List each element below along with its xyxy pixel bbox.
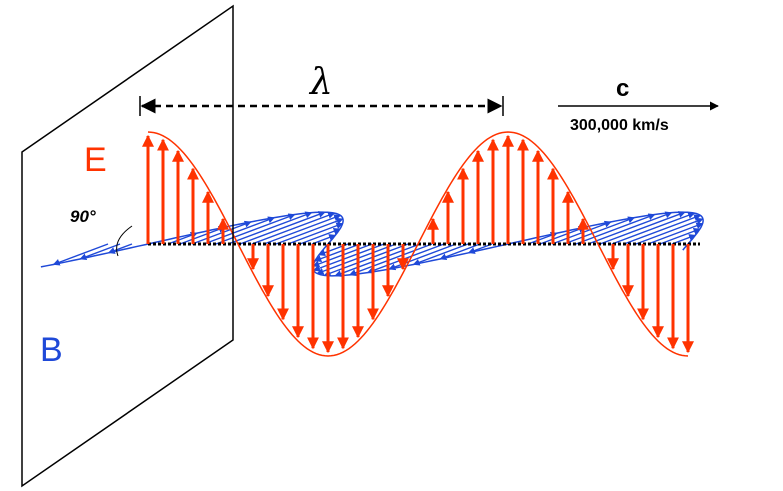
e-field-envelope	[147, 131, 689, 357]
b-field-label: B	[40, 331, 63, 369]
b-field-vector	[107, 243, 133, 254]
speed-value: 300,000 km/s	[570, 117, 669, 134]
b-field-vector	[623, 214, 702, 245]
e-field-wave	[142, 131, 694, 357]
b-field-vector	[251, 212, 336, 245]
b-field-vector	[659, 227, 701, 245]
b-field-vector	[275, 217, 344, 245]
wavefront-plane	[21, 4, 234, 488]
b-field-vector	[79, 243, 121, 261]
b-field-vector	[299, 227, 341, 245]
b-field-vector	[563, 216, 636, 245]
right-angle-arc	[116, 225, 133, 257]
b-field-vector	[263, 214, 342, 245]
b-field-vector	[539, 226, 586, 245]
b-field-vector	[575, 213, 656, 245]
b-field-vector	[647, 222, 704, 245]
b-field-wave	[40, 211, 704, 277]
b-field-vector	[203, 216, 276, 245]
b-field-vector	[314, 243, 361, 262]
b-field-vector	[287, 222, 344, 245]
e-field-label: E	[84, 141, 107, 179]
b-field-vector	[611, 212, 696, 245]
b-field-vector	[227, 211, 313, 245]
b-field-vector	[215, 213, 296, 245]
b-field-vector	[439, 243, 481, 261]
b-field-vector	[348, 243, 433, 276]
b-field-vector	[239, 211, 326, 245]
speed-symbol: c	[616, 75, 629, 102]
wavelength-label: λ	[308, 62, 333, 103]
b-field-vector	[179, 226, 226, 245]
b-field-vector	[599, 211, 686, 245]
b-field-vector	[323, 243, 409, 277]
b-field-vector	[635, 217, 704, 245]
angle-label: 90°	[70, 207, 96, 226]
b-field-vector	[587, 211, 673, 245]
